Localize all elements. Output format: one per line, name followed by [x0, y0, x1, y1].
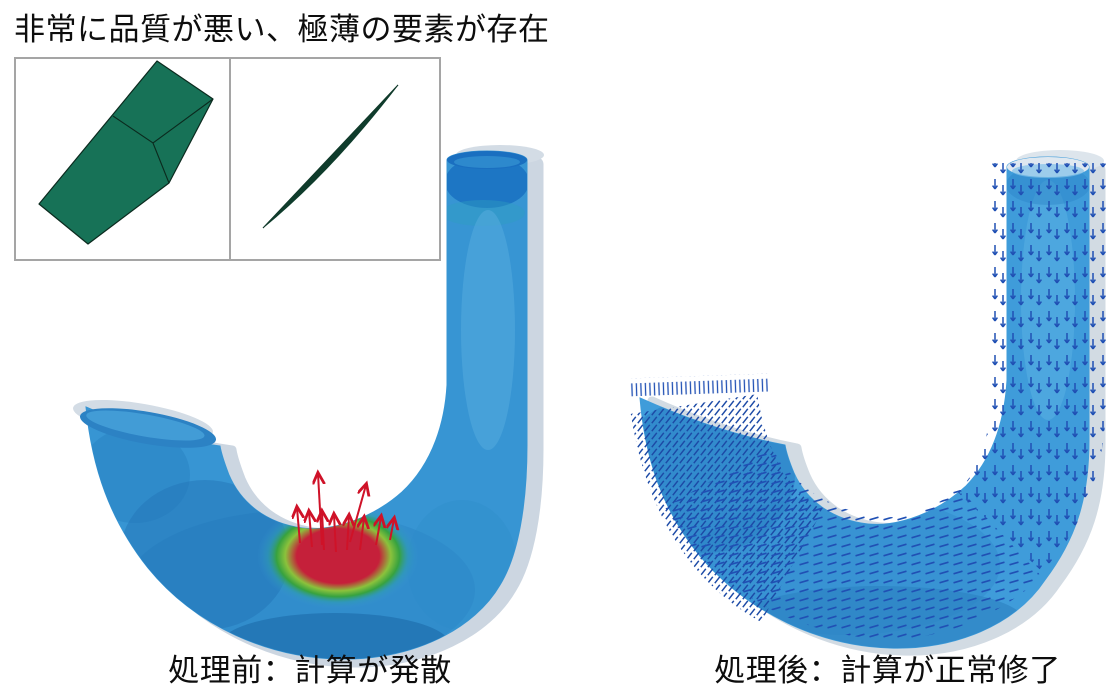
left-pipe-arm-opening — [79, 408, 217, 448]
sliver-element — [262, 84, 399, 229]
bad-element-panels — [38, 59, 399, 259]
vector-field — [629, 163, 1106, 640]
bad-element-inset-box — [14, 57, 441, 261]
distorted-hexahedron-element — [38, 60, 214, 245]
vector-field-vertical — [956, 163, 1106, 572]
right-pipe-after — [629, 150, 1106, 656]
figure-title: 非常に品質が悪い、極薄の要素が存在 — [14, 12, 550, 47]
left-pipe-top-opening-inner — [454, 156, 520, 168]
vector-field-bend — [664, 445, 1042, 640]
vector-field-bristles — [629, 373, 769, 397]
caption-before: 処理前：計算が発散 — [168, 653, 452, 688]
divergence-arrows — [297, 474, 394, 553]
caption-after: 処理後：計算が正常修了 — [714, 653, 1061, 688]
